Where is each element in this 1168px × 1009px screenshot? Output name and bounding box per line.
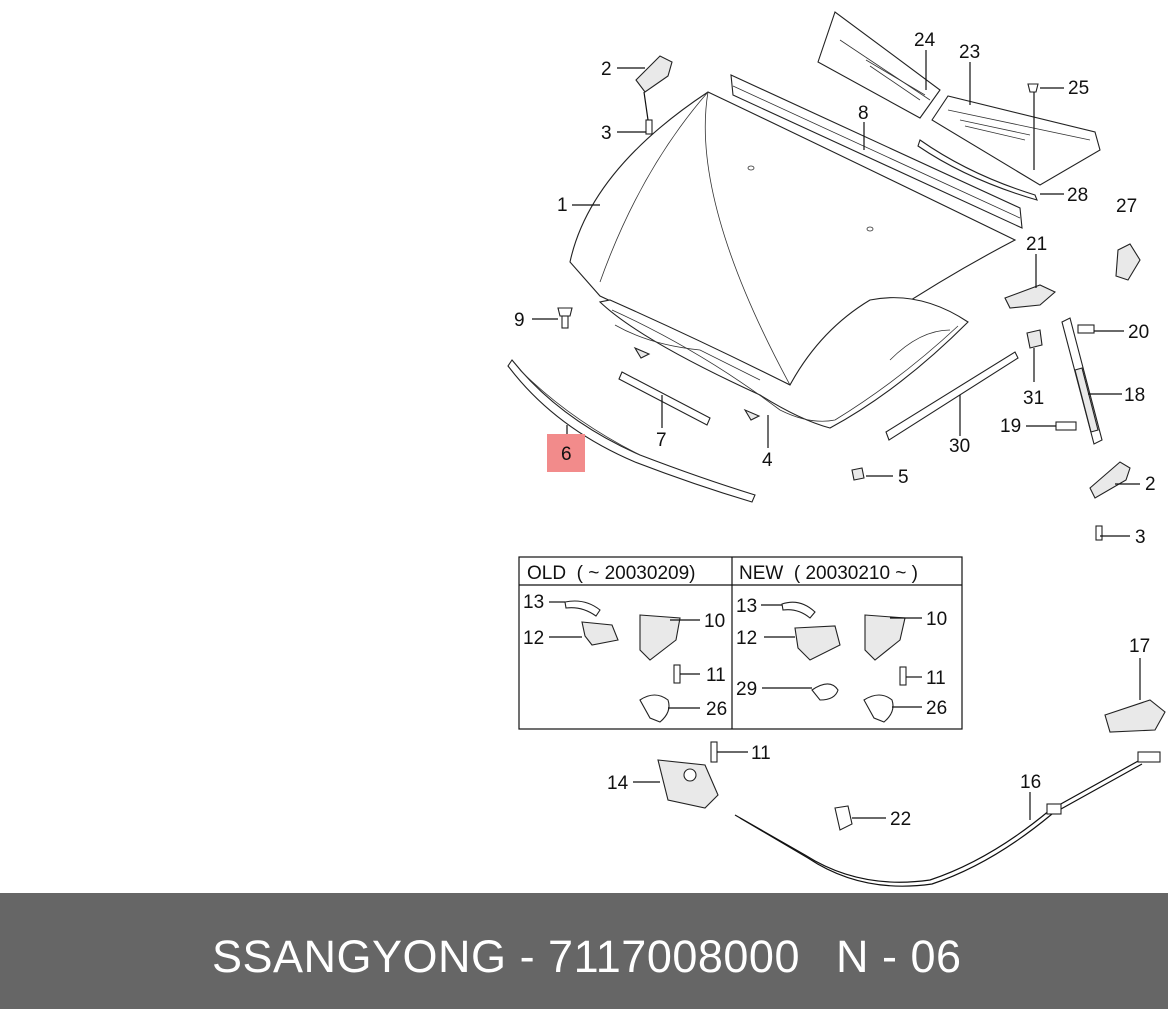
callout-12: 12	[736, 628, 757, 649]
parts-diagram: 1 2 2 3 3 4 5 6 7 8 9 10 10 11 11 11 12 …	[507, 11, 1166, 887]
callout-2: 2	[1145, 474, 1156, 495]
callout-5: 5	[898, 467, 909, 488]
highlight-box	[547, 434, 585, 472]
hood-latch	[657, 741, 719, 809]
diagram-code: N - 06	[836, 931, 962, 982]
callout-24: 24	[914, 30, 936, 51]
callout-10: 10	[926, 609, 947, 630]
callout-10: 10	[704, 611, 725, 632]
callout-11: 11	[926, 668, 946, 689]
cowl-seal-strip	[730, 74, 1023, 229]
bumper-stop	[557, 307, 573, 329]
callout-7: 7	[656, 430, 667, 451]
callout-6: 6	[561, 444, 572, 465]
bracket-21	[1004, 284, 1057, 309]
callout-29: 29	[736, 679, 757, 700]
table-header-new: NEW ( 20030210 ~ )	[739, 563, 918, 584]
hood-hinge-upper	[635, 55, 673, 135]
callout-31: 31	[1023, 388, 1044, 409]
callout-11: 11	[706, 665, 726, 686]
callout-26: 26	[926, 698, 947, 719]
callout-17: 17	[1129, 636, 1150, 657]
seal-strip-30	[885, 351, 1019, 441]
callout-8: 8	[858, 103, 869, 124]
callout-11: 11	[751, 743, 771, 764]
seal-strip-28	[917, 139, 1038, 201]
callout-25: 25	[1068, 78, 1089, 99]
callout-28: 28	[1067, 185, 1088, 206]
clip-31	[1026, 329, 1043, 349]
callout-21: 21	[1026, 234, 1047, 255]
callout-13: 13	[523, 592, 544, 613]
callout-2: 2	[601, 59, 612, 80]
callout-13: 13	[736, 596, 757, 617]
callout-30: 30	[949, 436, 970, 457]
exploded-view: 1 2 2 3 3 4 5 6 7 8 9 10 10 11 11 11 12 …	[507, 11, 1166, 887]
callout-3: 3	[1135, 527, 1146, 548]
leader-lines	[532, 50, 1141, 820]
callout-9: 9	[514, 310, 525, 331]
callout-12: 12	[523, 628, 544, 649]
hood-inner-frame	[598, 297, 969, 429]
callout-22: 22	[890, 809, 911, 830]
callout-labels: 1 2 2 3 3 4 5 6 7 8 9 10 10 11 11 11 12 …	[514, 30, 1156, 830]
front-moulding	[507, 359, 756, 503]
ball-stud-19	[1055, 421, 1077, 431]
emblem	[1115, 243, 1141, 281]
gas-stay	[1061, 317, 1103, 445]
callout-26: 26	[706, 699, 727, 720]
callout-18: 18	[1124, 385, 1145, 406]
brand-part-number: SSANGYONG - 7117008000	[212, 931, 800, 982]
callout-3: 3	[601, 123, 612, 144]
clip-22	[834, 805, 853, 831]
release-handle	[1104, 699, 1166, 733]
callout-27: 27	[1116, 196, 1137, 217]
hood-hinge-lower	[1089, 461, 1131, 541]
callout-1: 1	[557, 195, 568, 216]
version-table	[518, 556, 963, 730]
callout-14: 14	[607, 773, 629, 794]
ball-stud-20	[1077, 324, 1095, 334]
footer-bar: SSANGYONG - 7117008000 N - 06	[0, 893, 1168, 1009]
table-header-old: OLD ( ~ 20030209)	[527, 563, 695, 584]
seal-strip-7	[618, 371, 711, 426]
callout-4: 4	[762, 450, 773, 471]
clip-5	[851, 467, 865, 481]
callout-23: 23	[959, 42, 980, 63]
callout-16: 16	[1020, 772, 1041, 793]
release-cable	[734, 751, 1161, 887]
callout-19: 19	[1000, 416, 1021, 437]
cowl-top-panels	[817, 11, 1101, 186]
callout-20: 20	[1128, 322, 1149, 343]
screw-25	[1027, 83, 1039, 93]
